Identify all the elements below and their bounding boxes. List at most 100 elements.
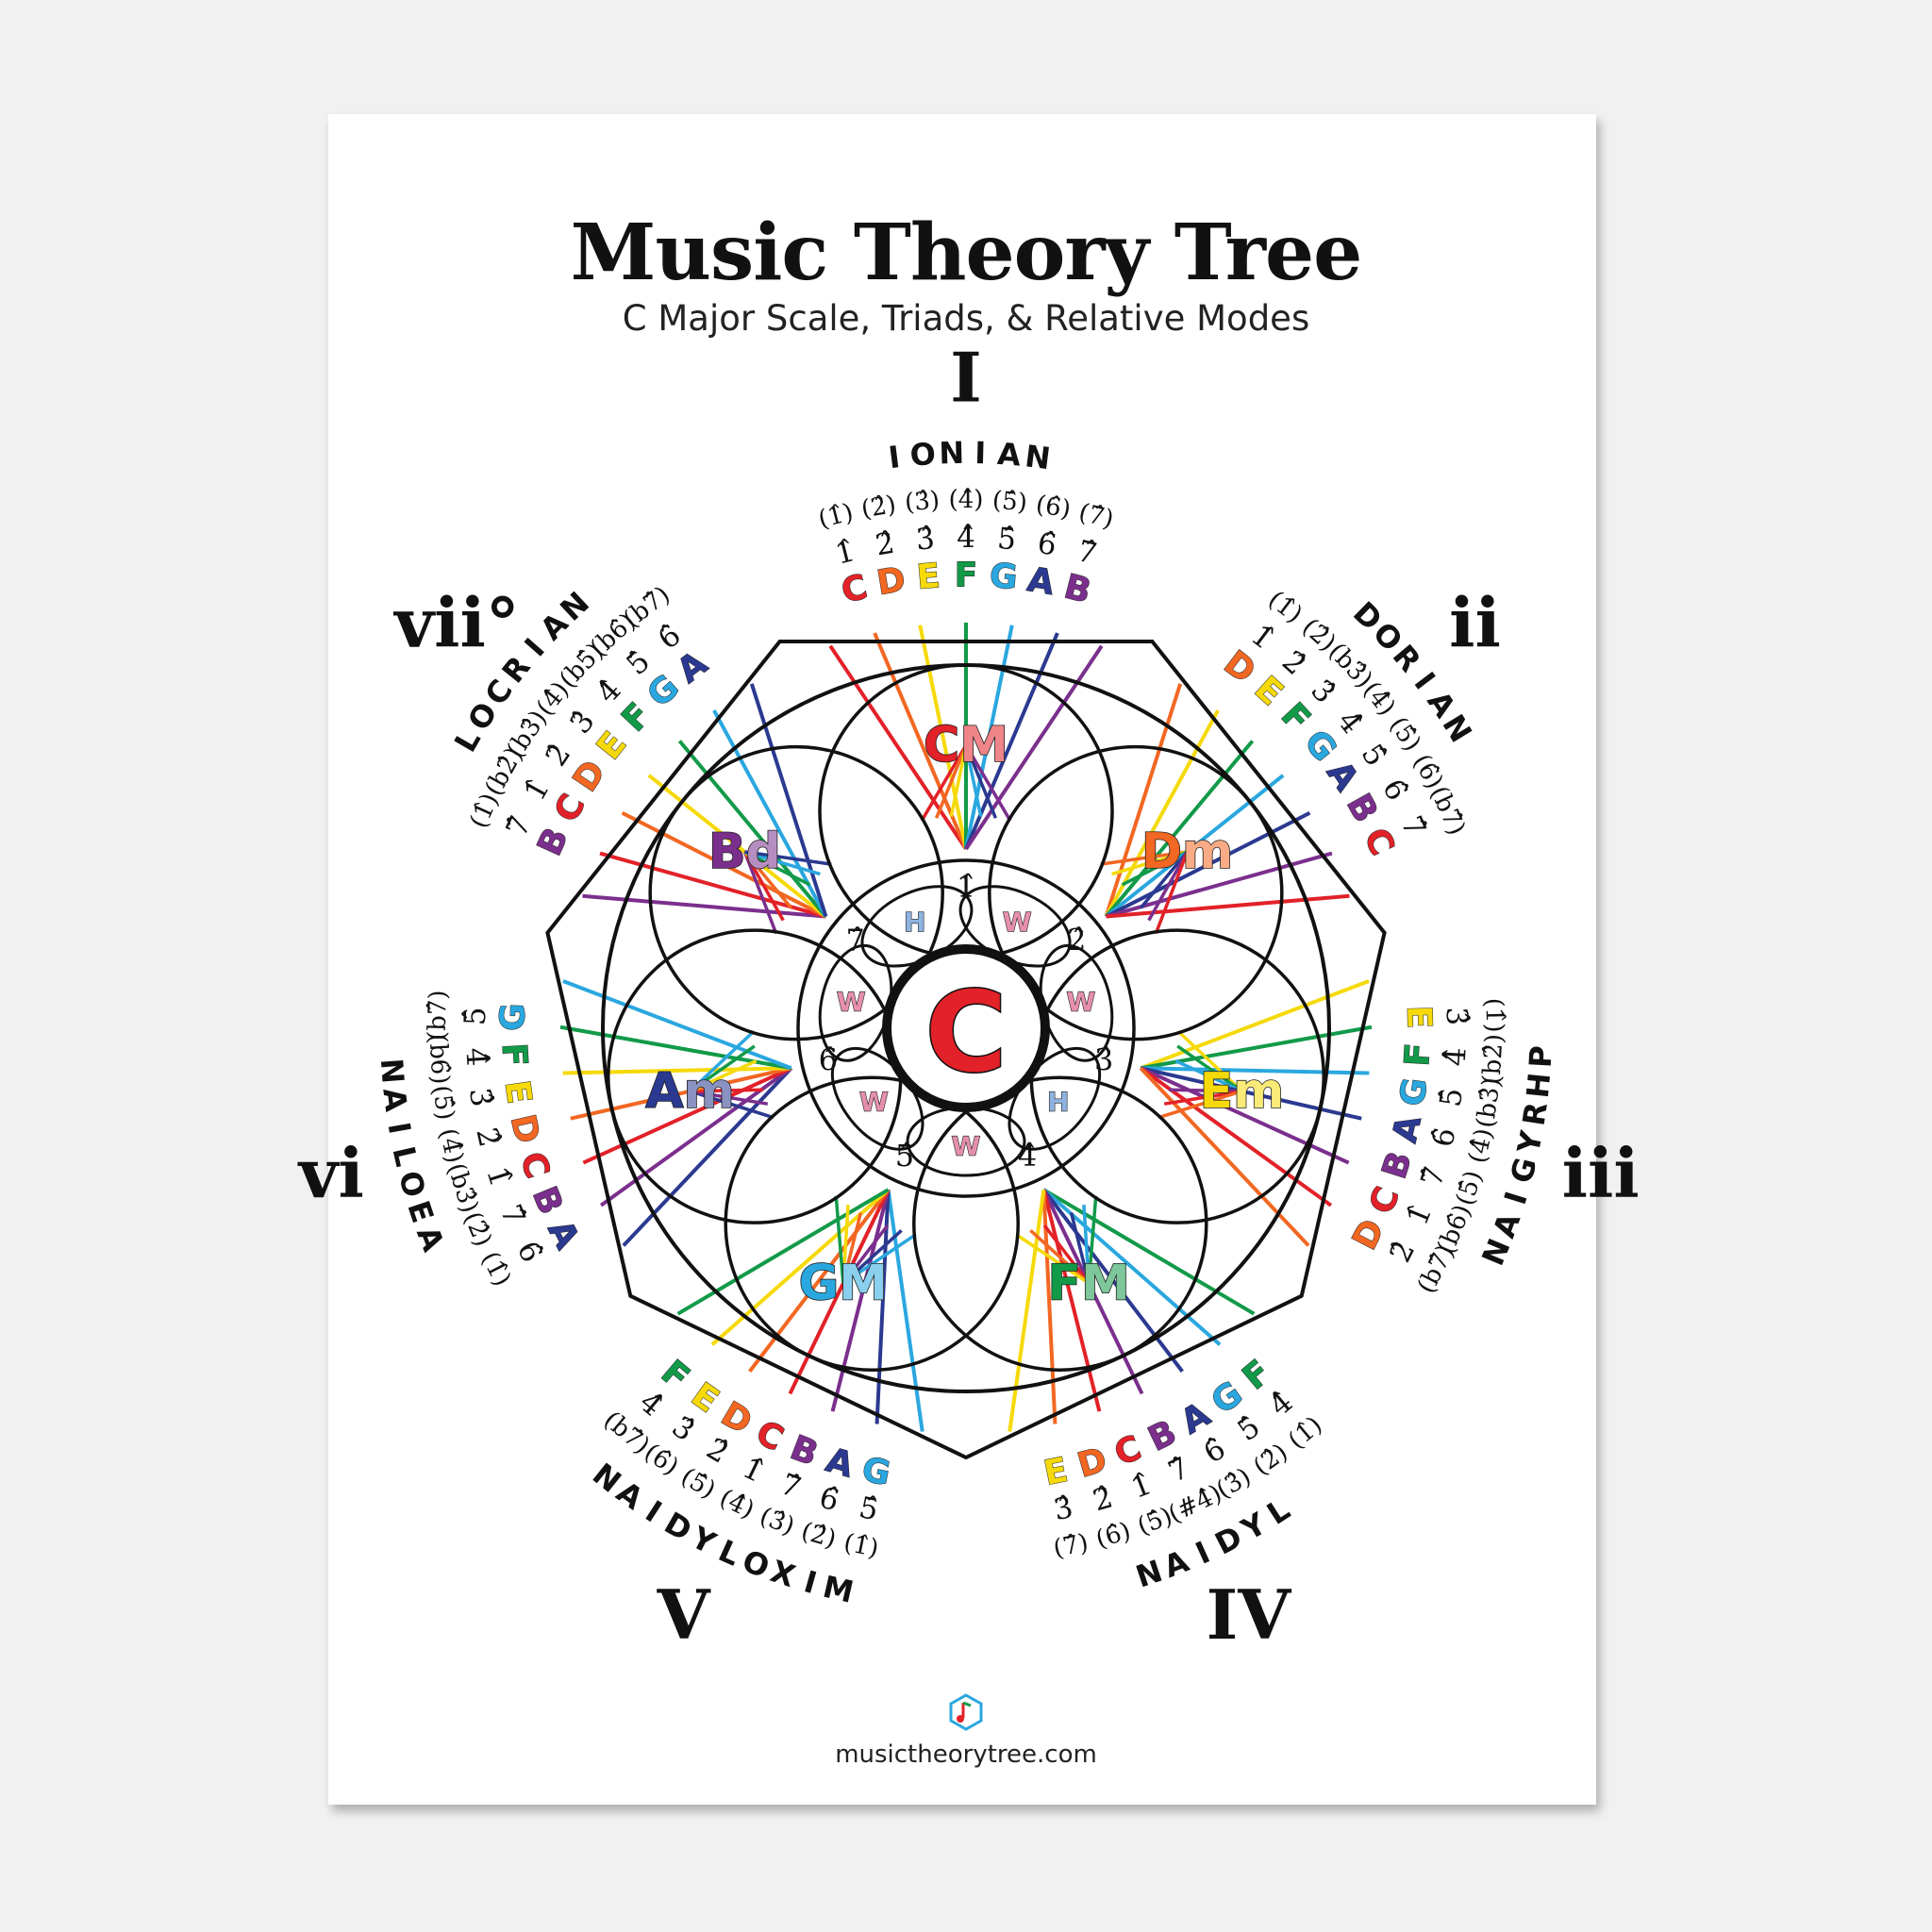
color-ray [1176, 1029, 1243, 1093]
color-ray [743, 850, 802, 898]
chord-label: Dm [1141, 824, 1233, 880]
color-ray [1169, 1088, 1242, 1093]
color-ray [1029, 1229, 1091, 1285]
color-ray [934, 744, 968, 819]
color-ray [830, 1189, 891, 1412]
chord-label: FM [1048, 1255, 1130, 1311]
scale-degree: 5̂ [996, 522, 1018, 558]
parent-degree: (4̂) [715, 1484, 758, 1524]
color-ray [562, 979, 792, 1071]
note-letter: C [838, 568, 872, 611]
color-ray [689, 1029, 756, 1093]
scale-degree: 7̂ [500, 811, 539, 842]
color-ray [582, 1066, 792, 1165]
roman-numeral: I [950, 338, 982, 418]
color-ray [1130, 850, 1189, 898]
color-ray [1041, 1188, 1184, 1373]
parent-degree: (1̂) [475, 1247, 516, 1291]
mode-letter: O [908, 436, 937, 474]
roman-numeral: ii [1449, 582, 1501, 662]
scale-degree: 4̂ [957, 521, 975, 555]
scale-degree: 5̂ [857, 1491, 881, 1527]
scale-degree: 2̂ [469, 1124, 506, 1150]
color-ray [743, 850, 811, 887]
note-letter: E [1041, 1451, 1071, 1493]
chord-circle [648, 744, 944, 1041]
note-letter: F [494, 1042, 534, 1068]
note-letter: D [503, 1111, 547, 1147]
scale-degree: 3̂ [1440, 1007, 1474, 1026]
parent-degree: (b7̂) [1424, 782, 1471, 840]
note-letter: F [1398, 1042, 1438, 1068]
color-ray [886, 1189, 924, 1432]
parent-degree: (5̂) [1451, 1167, 1489, 1208]
scale-degree: 5̂ [1434, 1086, 1470, 1109]
mode-letter: I [1191, 1534, 1215, 1572]
note-letter: B [785, 1428, 823, 1474]
color-ray [677, 740, 827, 918]
scale-degree: 6̂ [1198, 1432, 1231, 1471]
mode-letter: A [375, 1086, 414, 1114]
ray-layer [559, 623, 1373, 1432]
step-label: W [859, 1086, 889, 1117]
parent-degree: (b6̂) [423, 1033, 454, 1085]
scale-degree: 4̂ [1263, 1385, 1299, 1423]
heptagon-outline [545, 640, 1387, 1460]
color-ray [1008, 1189, 1046, 1432]
chord-circle [912, 1075, 1208, 1372]
color-ray [622, 1066, 793, 1247]
inner-degree-label: 6̂ [819, 1041, 838, 1077]
color-ray [744, 850, 832, 866]
color-ray [964, 625, 1014, 850]
step-label: W [837, 987, 866, 1018]
roman-numeral: IV [1207, 1574, 1292, 1655]
color-ray [964, 644, 1104, 851]
note-letter: A [1024, 560, 1057, 603]
mode-letter: L [386, 1143, 425, 1170]
color-ray [562, 1066, 791, 1075]
scale-degree: 3̂ [1051, 1491, 1075, 1527]
mode-letter: A [409, 1222, 452, 1257]
inner-degree-label: 5̂ [895, 1138, 914, 1174]
chord-root-letter: E [1200, 1063, 1234, 1120]
scale-degree: 1̂ [518, 774, 557, 807]
chord-quality-letter: m [1233, 1063, 1284, 1120]
roman-numeral: iii [1562, 1133, 1640, 1213]
note-letter: D [874, 560, 908, 603]
scale-degree: 7̂ [1163, 1451, 1194, 1490]
parent-degree: (5̂) [426, 1084, 459, 1123]
chord-root-letter: B [708, 824, 746, 880]
step-label: W [952, 1131, 981, 1162]
scale-degree: 7̂ [1074, 534, 1100, 572]
circle-structure [545, 640, 1387, 1460]
mode-letter: M [820, 1569, 857, 1610]
note-letter: A [1386, 1112, 1429, 1146]
note-letter: F [955, 557, 978, 595]
color-ray [742, 851, 785, 922]
color-ray [1015, 1233, 1091, 1285]
color-ray [1057, 1218, 1091, 1285]
mode-letter: I [1407, 665, 1442, 695]
color-ray [1140, 979, 1370, 1071]
step-label: H [904, 907, 925, 938]
color-ray [1100, 850, 1188, 866]
mode-letter: I [887, 439, 903, 475]
mode-letter: I [800, 1563, 821, 1601]
chord-root-letter: G [799, 1255, 840, 1311]
color-ray [920, 744, 968, 822]
note-letter: D [1074, 1441, 1111, 1486]
mode-letter: N [1023, 438, 1052, 476]
chord-label: Em [1200, 1063, 1285, 1120]
color-ray [918, 625, 968, 850]
note-letter: C [512, 1147, 557, 1183]
chord-quality-letter: m [684, 1063, 735, 1120]
mode-letter: O [391, 1167, 433, 1201]
note-letter: G [988, 557, 1019, 597]
center-circle [882, 944, 1050, 1112]
mode-letter: G [1503, 1154, 1543, 1187]
step-label: H [1047, 1086, 1069, 1117]
parent-degree: (7̂) [1075, 498, 1116, 534]
footer-url: musictheorytree.com [835, 1740, 1097, 1769]
scale-degree: 4̂ [1439, 1046, 1474, 1067]
